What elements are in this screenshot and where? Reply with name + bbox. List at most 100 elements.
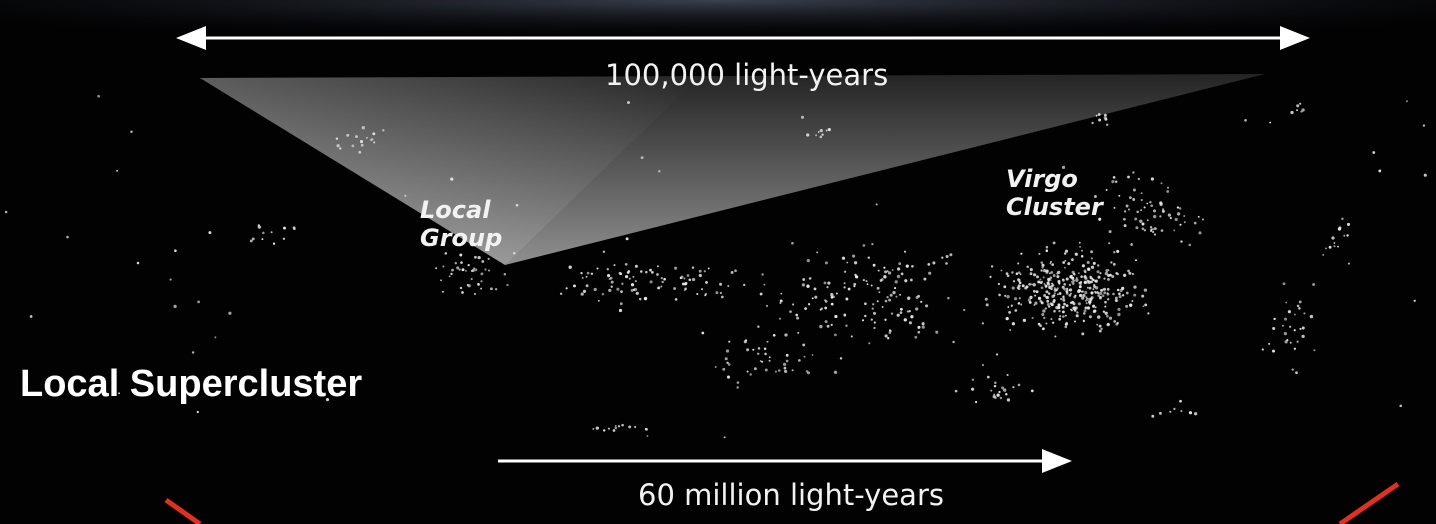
galaxy-dot — [486, 201, 490, 205]
galaxy-dot — [1047, 292, 1051, 295]
galaxy-dot — [1029, 295, 1033, 300]
galaxy-dot — [904, 279, 908, 283]
galaxy-dot — [1088, 300, 1092, 304]
galaxy-dot — [467, 263, 470, 267]
galaxy-dot — [1085, 297, 1090, 301]
galaxy-dot — [293, 227, 296, 231]
galaxy-dot — [923, 277, 927, 281]
galaxy-dot — [1090, 257, 1093, 260]
galaxy-dot — [804, 307, 807, 310]
galaxy-dot — [625, 275, 629, 279]
galaxy-dot — [630, 288, 634, 292]
galaxy-dot — [1046, 281, 1050, 285]
galaxy-dot — [917, 325, 921, 329]
galaxy-dot — [651, 271, 654, 274]
galaxy-dot — [617, 425, 621, 428]
galaxy-dot — [1114, 180, 1118, 183]
galaxy-dot — [1037, 280, 1041, 284]
galaxy-dot — [803, 355, 806, 358]
galaxy-dot — [1046, 299, 1050, 303]
galaxy-dot — [1097, 294, 1100, 297]
galaxy-dot — [1035, 290, 1039, 294]
galaxy-dot — [1328, 245, 1332, 249]
galaxy-dot — [1372, 151, 1376, 154]
galaxy-dot — [995, 353, 999, 356]
galaxy-dot — [1102, 287, 1107, 291]
galaxy-dot — [734, 269, 737, 273]
galaxy-dot — [900, 272, 904, 276]
galaxy-dot — [640, 270, 643, 273]
galaxy-dot — [728, 340, 731, 343]
galaxy-dot — [1115, 322, 1119, 326]
galaxy-dot — [454, 262, 457, 265]
galaxy-dot — [1077, 272, 1080, 275]
galaxy-dot — [1176, 212, 1181, 216]
galaxy-dot — [1108, 230, 1112, 234]
galaxy-dot — [749, 373, 752, 376]
galaxy-dot — [1158, 411, 1162, 415]
galaxy-dot — [658, 169, 661, 173]
galaxy-dot — [515, 203, 519, 207]
galaxy-dot — [1052, 274, 1056, 278]
galaxy-dot — [726, 375, 731, 379]
galaxy-dot — [1040, 301, 1044, 305]
galaxy-dot — [806, 133, 810, 137]
galaxy-dot — [1087, 267, 1091, 271]
galaxy-dot — [335, 137, 339, 140]
galaxy-dot — [841, 256, 846, 260]
galaxy-dot — [1105, 123, 1109, 127]
galaxy-dot — [985, 303, 989, 307]
galaxy-dot — [864, 302, 867, 306]
galaxy-dot — [830, 323, 833, 327]
galaxy-dot — [645, 270, 648, 274]
galaxy-dot — [1037, 296, 1042, 301]
galaxy-dot — [1006, 274, 1010, 278]
galaxy-dot — [1079, 293, 1083, 298]
galaxy-dot — [876, 286, 880, 290]
galaxy-dot — [404, 194, 407, 197]
galaxy-dot — [899, 307, 903, 311]
galaxy-dot — [827, 128, 831, 132]
galaxy-dot — [506, 283, 509, 287]
galaxy-dot — [796, 316, 800, 320]
galaxy-dot — [1113, 206, 1116, 209]
galaxy-dot — [1136, 210, 1139, 214]
galaxy-dot — [441, 290, 444, 293]
galaxy-dot — [1128, 271, 1132, 275]
galaxy-dot — [582, 289, 587, 293]
galaxy-dot — [1077, 291, 1080, 294]
galaxy-dot — [1058, 309, 1061, 313]
galaxy-dot — [795, 313, 799, 317]
galaxy-dot — [634, 280, 637, 283]
galaxy-dot — [1282, 282, 1286, 286]
galaxy-dot — [1123, 224, 1127, 228]
galaxy-dot — [1090, 291, 1094, 295]
galaxy-dot — [927, 263, 931, 266]
galaxy-dot — [1127, 208, 1130, 211]
virgo-cluster-label-line1: Virgo — [1006, 165, 1078, 193]
galaxy-dot — [1012, 280, 1016, 283]
galaxy-dot — [1331, 236, 1335, 240]
galaxy-dot — [1056, 293, 1059, 296]
galaxy-dot — [1090, 250, 1094, 254]
galaxy-dot — [1045, 290, 1049, 294]
galaxy-dot — [756, 352, 760, 356]
galaxy-dot — [915, 296, 919, 299]
galaxy-dot — [1298, 300, 1302, 304]
galaxy-dot — [1063, 283, 1066, 286]
galaxy-dot — [1169, 410, 1172, 413]
galaxy-dot — [899, 311, 903, 314]
galaxy-dot — [1064, 249, 1069, 253]
top-scale-arrow — [176, 26, 1310, 50]
galaxy-dot — [1125, 204, 1129, 208]
galaxy-dot — [1068, 283, 1072, 287]
galaxy-dot — [984, 297, 988, 301]
galaxy-dot — [116, 169, 119, 172]
galaxy-dot — [174, 249, 177, 253]
galaxy-dot — [1018, 281, 1022, 285]
galaxy-dot — [460, 261, 463, 264]
galaxy-dot — [753, 367, 757, 371]
galaxy-dot — [1076, 311, 1079, 314]
galaxy-dot — [802, 278, 806, 281]
galaxy-dot — [986, 375, 990, 379]
